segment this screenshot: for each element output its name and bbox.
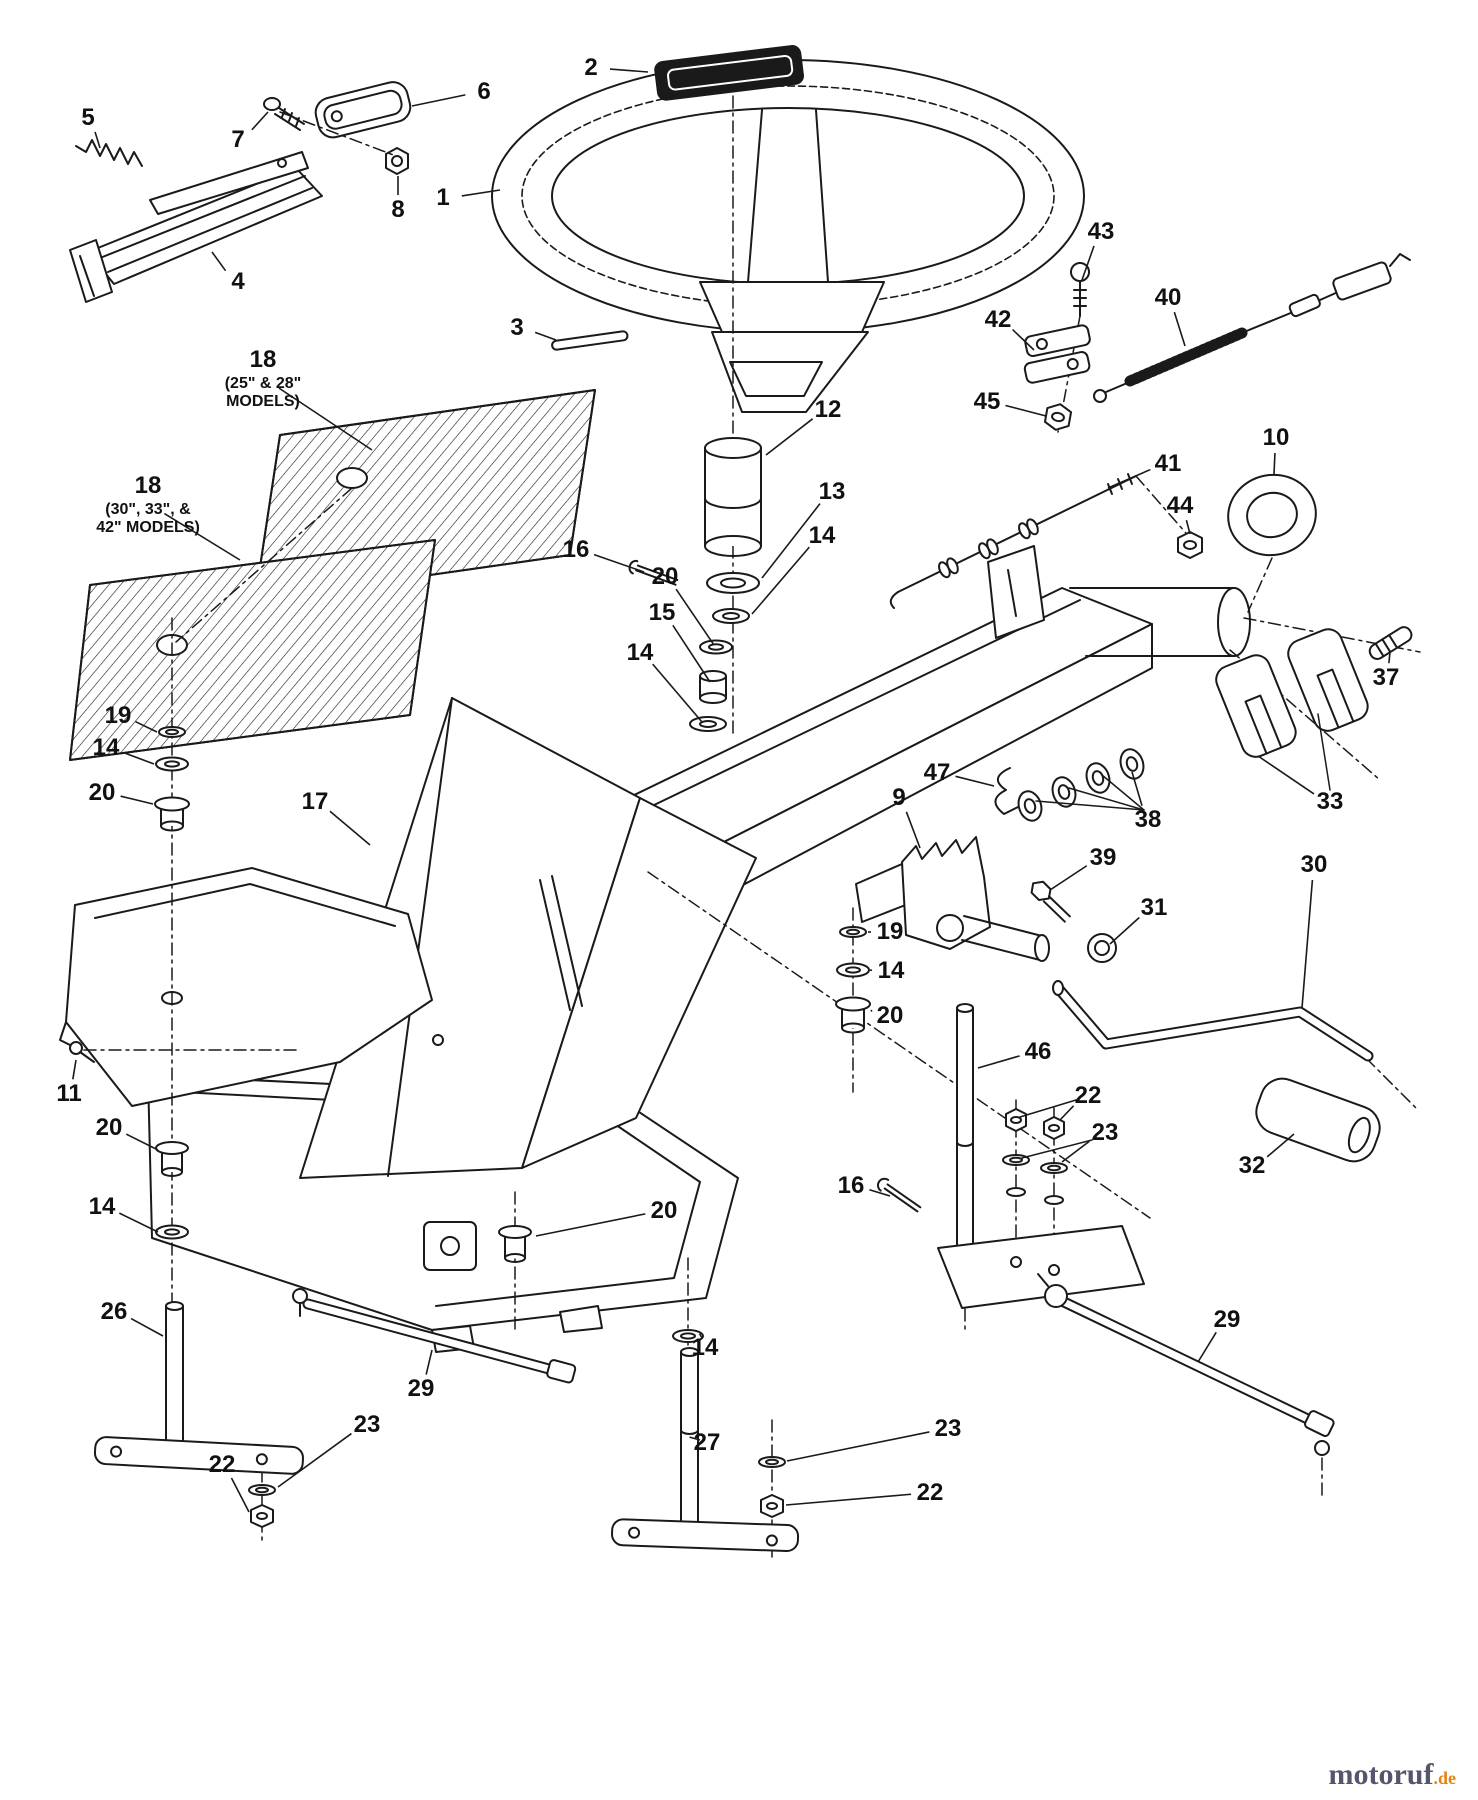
- washers-23-right: [1002, 1139, 1093, 1205]
- plate-25-28-models: [254, 389, 596, 601]
- cable-clamp-42: [1023, 324, 1091, 384]
- axle-rod-26: [93, 1301, 304, 1475]
- washer-13: [706, 572, 760, 594]
- washer-14-right: [836, 962, 870, 978]
- snapper-badge: [654, 45, 804, 101]
- lift-handle-30: [1052, 980, 1374, 1062]
- washer-19-right: [839, 926, 867, 938]
- washer-23-left: [248, 1484, 276, 1496]
- handle-grip-32: [1255, 1077, 1381, 1163]
- flange-nut-31: [1087, 933, 1117, 963]
- bolt-39: [1030, 880, 1071, 923]
- steering-wheel: [491, 59, 1085, 413]
- bushing-20-center: [498, 1225, 532, 1263]
- washer-14-column: [712, 608, 750, 624]
- washer-14-bottom: [672, 1329, 704, 1343]
- nut-45: [1043, 403, 1073, 431]
- bolt-43: [1070, 262, 1090, 317]
- clutch-rod-41: [889, 473, 1137, 609]
- stud-37: [1368, 626, 1413, 660]
- fork-clips-33: [1215, 628, 1369, 791]
- washer-23-bottomright: [758, 1456, 786, 1468]
- watermark: motoruf.de: [1329, 1758, 1456, 1792]
- pivot-bracket: [937, 1225, 1145, 1309]
- tie-rod-29-left: [292, 1288, 577, 1384]
- column-bushing-12: [704, 437, 762, 557]
- bushing-20-right: [835, 996, 871, 1034]
- tie-rod-29-right: [1037, 1273, 1335, 1456]
- plate-30-33-42-models: [69, 539, 436, 761]
- nut-44: [1177, 531, 1203, 559]
- throttle-cable-40: [1093, 253, 1411, 403]
- roll-pin-3: [551, 330, 629, 351]
- watermark-tld: .de: [1433, 1768, 1457, 1788]
- watermark-brand: motoruf: [1328, 1758, 1434, 1791]
- bushing-15: [699, 670, 727, 704]
- washer-19-left: [158, 726, 186, 738]
- washer-14b-column: [689, 716, 727, 732]
- washer-20-column: [699, 639, 733, 655]
- washers-38: [1017, 748, 1145, 822]
- nut-8: [385, 147, 409, 175]
- footrest-plate: [59, 867, 433, 1107]
- spring-5: [75, 139, 143, 167]
- cotter-pin-16b: [876, 1177, 922, 1213]
- washer-14-left: [155, 756, 189, 772]
- pin-11: [69, 1041, 95, 1063]
- console-panel: [299, 697, 757, 1179]
- cotter-pin-16: [628, 559, 679, 586]
- nut-22-left: [250, 1504, 274, 1528]
- nuts-22-right: [1005, 1099, 1077, 1140]
- grip-6: [314, 81, 412, 139]
- steering-ring-10: [1227, 473, 1317, 557]
- axle-rod-27: [611, 1347, 800, 1553]
- leader-lines: [72, 68, 1391, 1513]
- ratchet-sector-9: [855, 836, 1050, 962]
- bushing-20-left: [154, 796, 190, 832]
- frame-beam: [627, 545, 1251, 895]
- hairpin-47: [994, 767, 1021, 815]
- latch-channel-4: [69, 151, 323, 303]
- nut-22-bottomright: [760, 1494, 784, 1518]
- washer-14-lowerleft: [155, 1224, 189, 1240]
- bushing-20-lowerleft: [155, 1141, 189, 1177]
